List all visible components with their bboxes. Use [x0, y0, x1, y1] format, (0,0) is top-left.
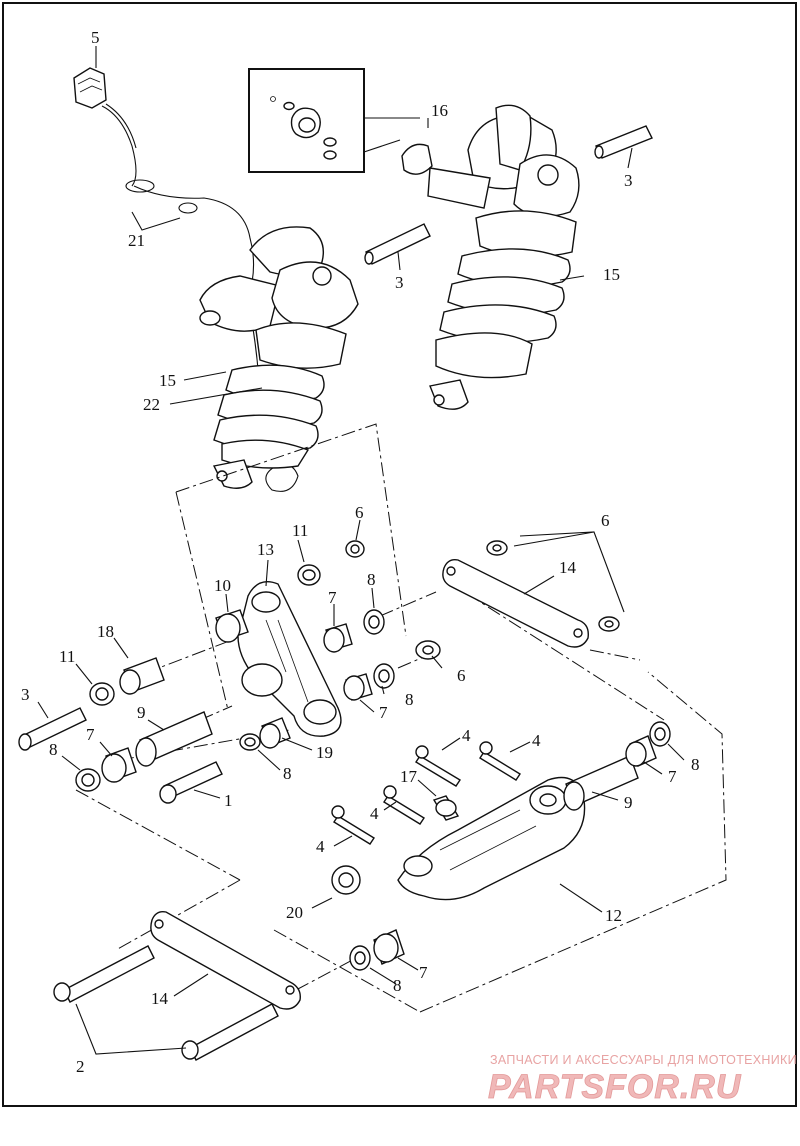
shock-absorber-right: [401, 104, 580, 410]
callout-numbers: 5 16 3 21 3 15 15 22 6 11 13 6 14 10 8 7…: [21, 28, 700, 1076]
callout-19: 19: [316, 743, 333, 762]
callout-1: 1: [224, 791, 233, 810]
rocker-bushings: [215, 540, 441, 751]
callout-8: 8: [393, 976, 402, 995]
linkage-12: [331, 721, 671, 971]
assembly-center-lines: [75, 423, 727, 1013]
callout-11: 11: [59, 647, 75, 666]
left-side-parts: [18, 657, 223, 804]
callout-7: 7: [86, 725, 95, 744]
callout-8: 8: [405, 690, 414, 709]
callout-7: 7: [419, 963, 428, 982]
wiring-harness: [73, 67, 299, 492]
shock-absorber-left: [199, 226, 359, 489]
callout-6: 6: [601, 511, 610, 530]
callout-7: 7: [328, 588, 337, 607]
watermark: ЗАПЧАСТИ И АКСЕССУАРЫ ДЛЯ МОТОТЕХНИКИ PA…: [488, 1053, 797, 1106]
callout-6: 6: [355, 503, 364, 522]
callout-5: 5: [91, 28, 100, 47]
callout-13: 13: [257, 540, 274, 559]
callout-22: 22: [143, 395, 160, 414]
callout-4: 4: [316, 837, 325, 856]
callout-8: 8: [283, 764, 292, 783]
callout-3: 3: [395, 273, 404, 292]
callout-14: 14: [151, 989, 169, 1008]
leader-lines: [37, 46, 685, 1055]
callout-2: 2: [76, 1057, 85, 1076]
rocker-arm-13: [237, 581, 342, 737]
callout-6: 6: [457, 666, 466, 685]
callout-16: 16: [431, 101, 448, 120]
callout-4: 4: [370, 804, 379, 823]
callout-4: 4: [462, 726, 471, 745]
callout-7: 7: [379, 703, 388, 722]
callout-10: 10: [214, 576, 231, 595]
callout-9: 9: [137, 703, 146, 722]
watermark-brand: PARTSFOR.RU: [488, 1068, 742, 1106]
callout-3: 3: [624, 171, 633, 190]
callout-3: 3: [21, 685, 30, 704]
link-rod-14-upper: [442, 540, 620, 648]
watermark-tagline: ЗАПЧАСТИ И АКСЕССУАРЫ ДЛЯ МОТОТЕХНИКИ: [490, 1053, 797, 1067]
diagram-border: [2, 2, 797, 1107]
callout-21: 21: [128, 231, 145, 250]
callout-8: 8: [367, 570, 376, 589]
callout-14: 14: [559, 558, 577, 577]
callout-11: 11: [292, 521, 308, 540]
callout-7: 7: [668, 767, 677, 786]
link-rod-14-lower: [53, 910, 301, 1061]
callout-8: 8: [691, 755, 700, 774]
callout-15: 15: [603, 265, 620, 284]
callout-12: 12: [605, 906, 622, 925]
callout-9: 9: [624, 793, 633, 812]
bolt-3-top-right: [594, 125, 653, 159]
detail-inset: [248, 68, 420, 173]
callout-15: 15: [159, 371, 176, 390]
callout-4: 4: [532, 731, 541, 750]
callout-20: 20: [286, 903, 303, 922]
callout-18: 18: [97, 622, 114, 641]
callout-8: 8: [49, 740, 58, 759]
bolt-3-middle: [364, 223, 431, 265]
callout-17: 17: [400, 767, 418, 786]
